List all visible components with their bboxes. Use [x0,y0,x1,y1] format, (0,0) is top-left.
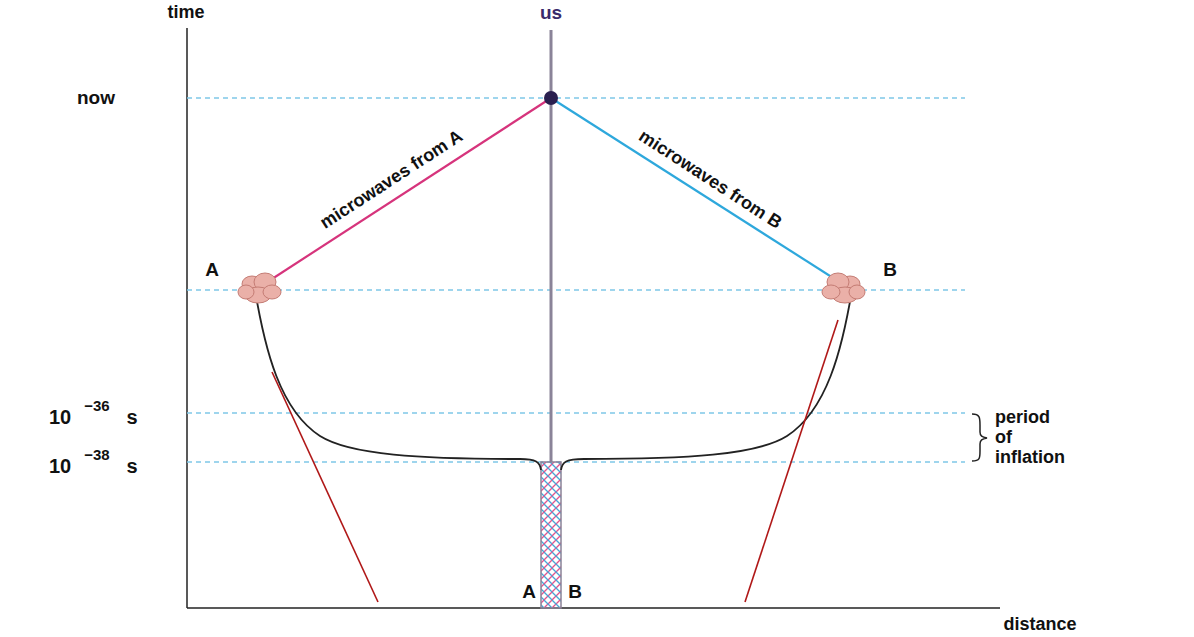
point-label: A [522,582,536,603]
point-label: A [205,260,219,281]
time-base: 10 [49,455,71,477]
axis-label: time [167,3,204,23]
path-label: microwaves from B [635,126,785,233]
point-label: B [883,260,897,281]
time-base: 10 [49,406,71,428]
time-exponent: −36 [84,398,109,415]
time-unit: s [126,406,137,428]
path-label: microwaves from A [317,127,467,234]
time-unit: s [126,455,137,477]
point-label: B [568,582,582,603]
period-label: period of inflation [995,408,1065,467]
time-exponent: −38 [84,447,109,464]
time-label: now [77,88,115,109]
observer-label: us [540,3,562,24]
axis-label: distance [1003,615,1076,635]
